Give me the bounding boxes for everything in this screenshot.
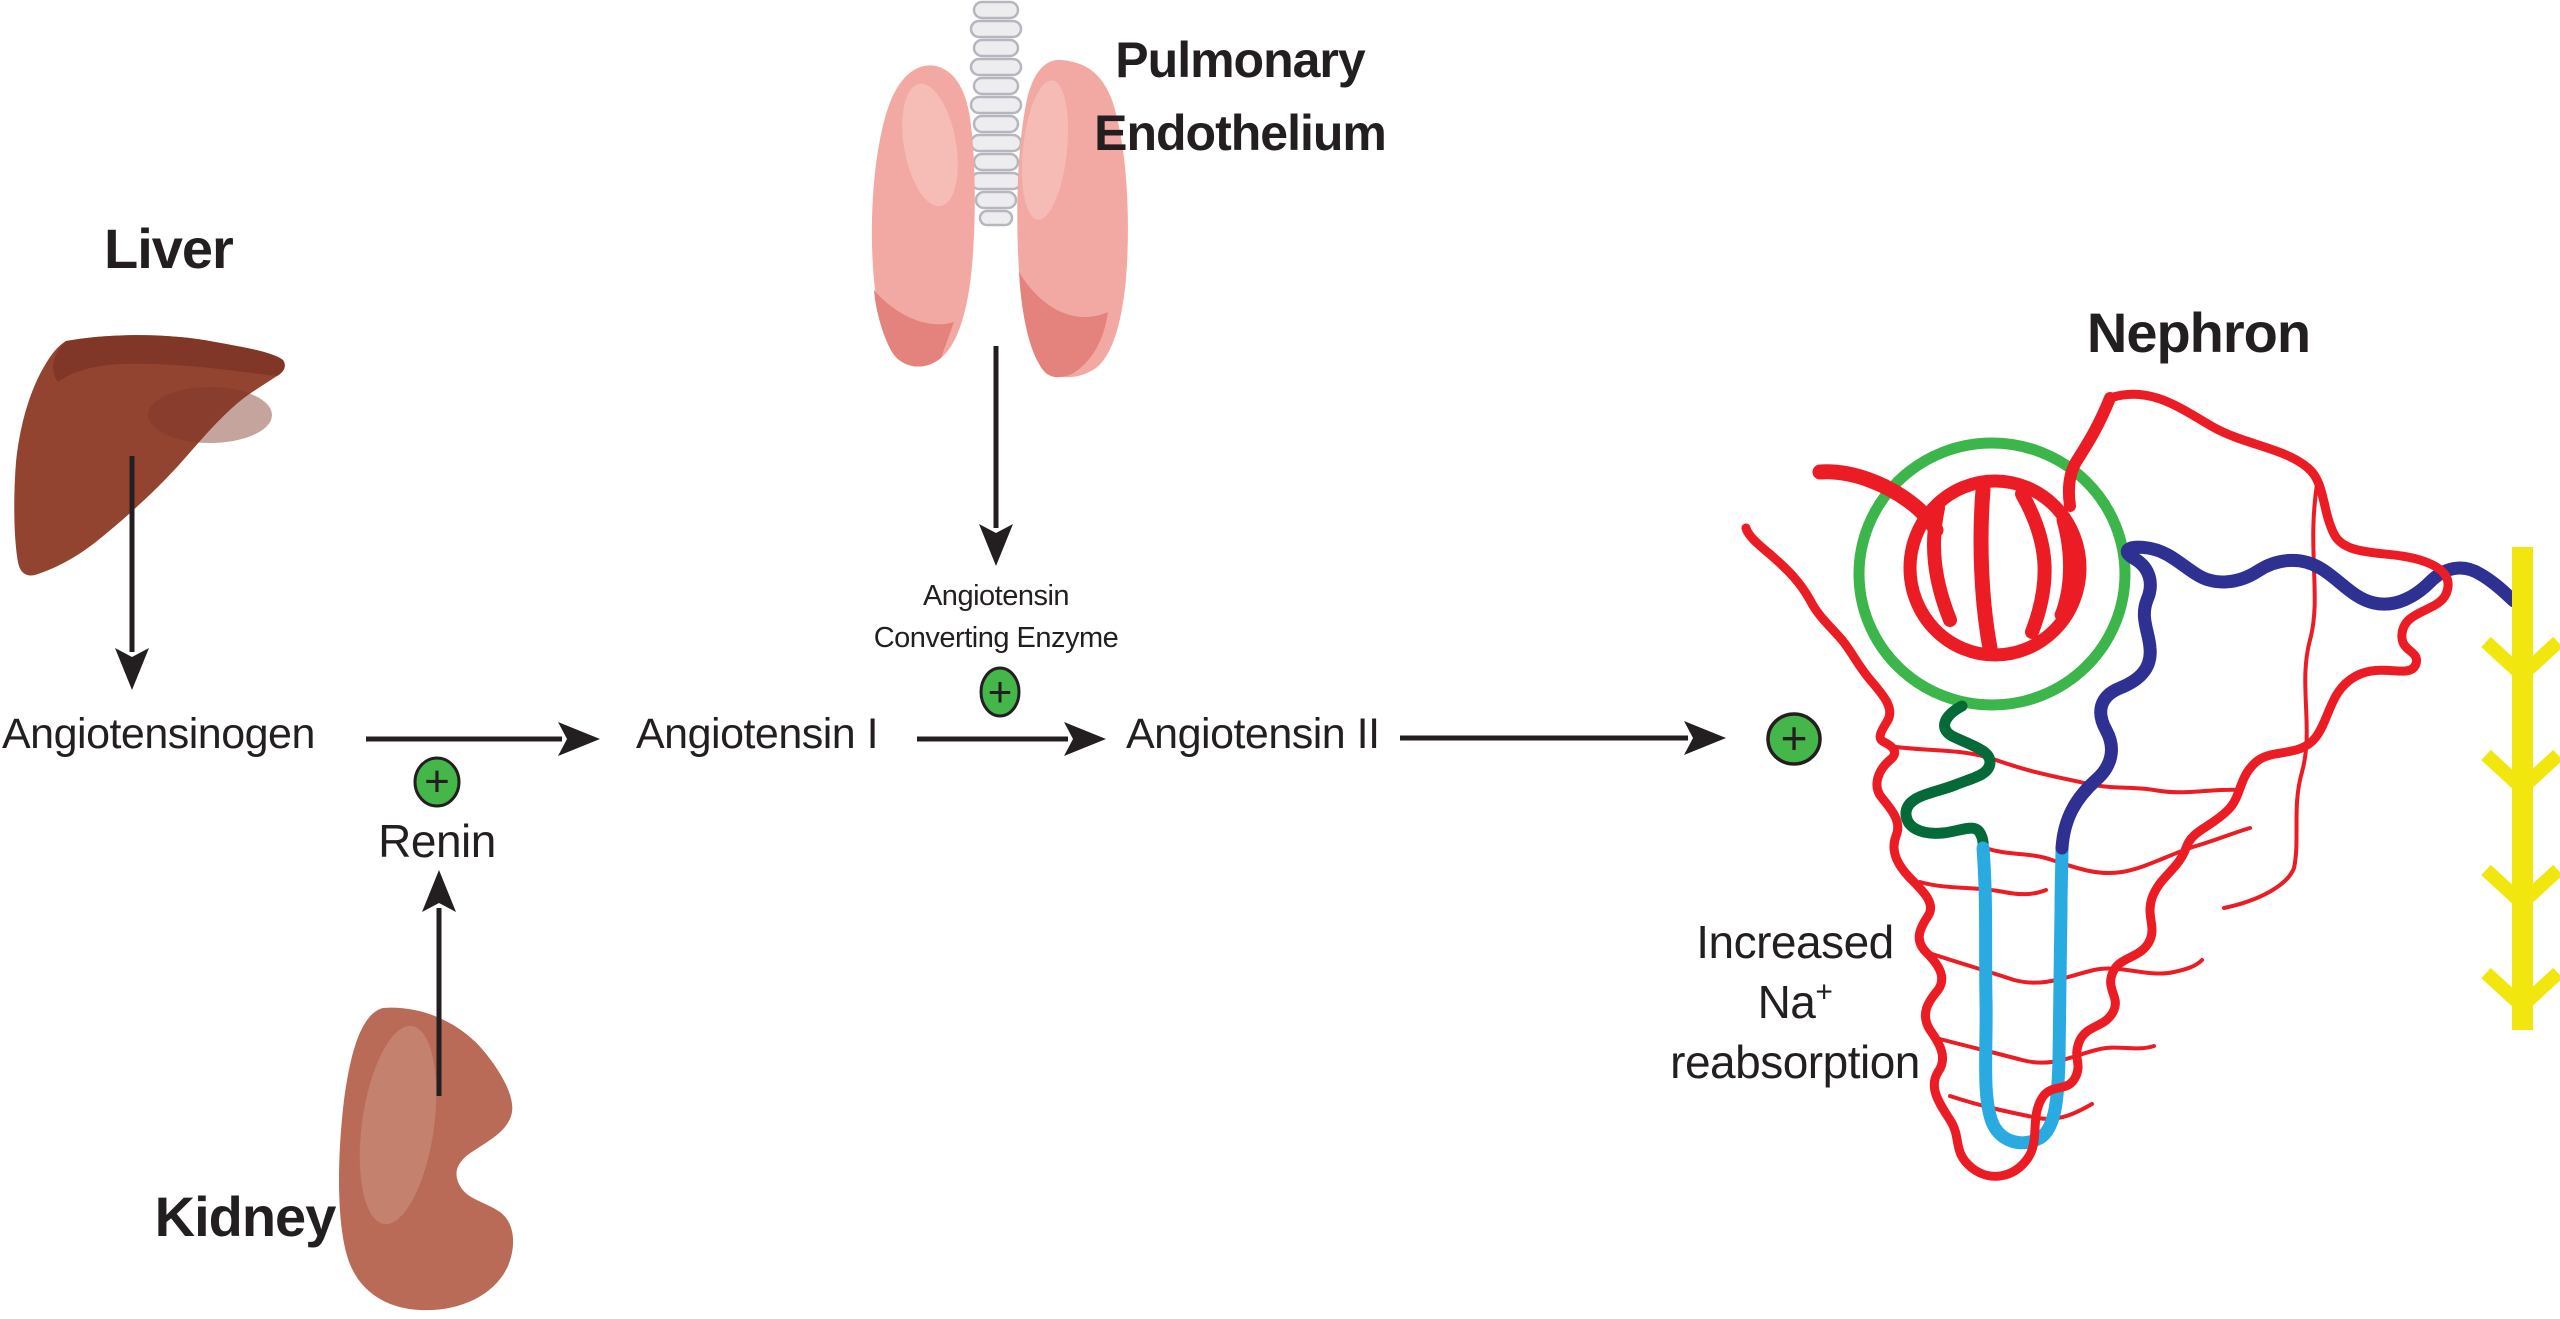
renin-label: Renin	[378, 815, 496, 867]
arrow-angiotensinogen-to-angiotensin-i	[366, 722, 600, 756]
kidney-illustration	[339, 1007, 514, 1311]
bowmans-capsule-ring	[1853, 437, 2131, 711]
plus-icon: +	[988, 668, 1013, 715]
right-lung-base-shadow	[1019, 272, 1108, 378]
increased-na-reabsorption-label: Increased Na+ reabsorption	[1620, 912, 1970, 1092]
pulmonary-endothelium-label: Pulmonary Endothelium	[1060, 24, 1420, 170]
kidney-label: Kidney	[154, 1185, 337, 1248]
angiotensin-i-label: Angiotensin I	[636, 710, 879, 758]
nephron-illustration	[1741, 389, 2521, 1181]
nephron-label: Nephron	[2086, 301, 2311, 364]
effect-line3: reabsorption	[1670, 1036, 1920, 1088]
flow-chevrons	[2481, 636, 2560, 1016]
left-lung-base-shadow	[874, 290, 954, 367]
plus-icon: +	[424, 757, 450, 806]
liver-top-shading	[53, 335, 285, 382]
arrow-liver-to-angiotensinogen	[115, 456, 149, 690]
collecting-duct-arrow	[2481, 547, 2560, 1030]
left-lung-highlight	[902, 83, 958, 207]
trachea-icon	[969, 0, 1023, 227]
distal-tubule	[2055, 540, 2521, 855]
nephron-outline	[1741, 389, 2453, 1181]
right-lung-highlight	[1021, 80, 1069, 220]
arrow-lungs-to-ace	[979, 346, 1013, 566]
proximal-tubule	[1900, 700, 1996, 854]
glomerulus	[1903, 474, 2087, 662]
efferent-arteriole	[2062, 392, 2116, 512]
liver-illustration	[14, 335, 285, 576]
stimulation-marker-nephron: +	[1766, 712, 1822, 766]
plus-icon: +	[1781, 712, 1808, 764]
arrow-angiotensin-ii-to-nephron	[1400, 721, 1726, 755]
angiotensinogen-label: Angiotensinogen	[2, 710, 315, 758]
flow-arrows	[115, 346, 1726, 1096]
stimulation-marker-ace: +	[979, 666, 1021, 718]
pulmonary-label-line2: Endothelium	[1094, 105, 1387, 161]
stimulation-marker-renin: +	[413, 756, 461, 808]
lungs-illustration	[871, 0, 1128, 378]
liver-label: Liver	[104, 217, 234, 280]
stimulation-markers: + + +	[413, 666, 1822, 808]
effect-line1: Increased	[1696, 916, 1894, 968]
sodium-superscript: +	[1815, 975, 1833, 1009]
ace-label-line1: Angiotensin	[922, 580, 1070, 612]
liver-inner-shadow	[148, 387, 272, 443]
kidney-highlight	[359, 1025, 437, 1225]
angiotensin-ii-label: Angiotensin II	[1126, 710, 1380, 758]
ace-label: Angiotensin Converting Enzyme	[821, 575, 1171, 659]
effect-line2: Na+	[1757, 975, 1833, 1028]
liver-shape	[14, 335, 285, 576]
ace-label-line2: Converting Enzyme	[873, 622, 1119, 654]
pulmonary-label-line1: Pulmonary	[1115, 32, 1365, 88]
arrow-angiotensin-i-to-ii	[917, 722, 1106, 756]
arrow-kidney-to-renin	[422, 870, 456, 1096]
